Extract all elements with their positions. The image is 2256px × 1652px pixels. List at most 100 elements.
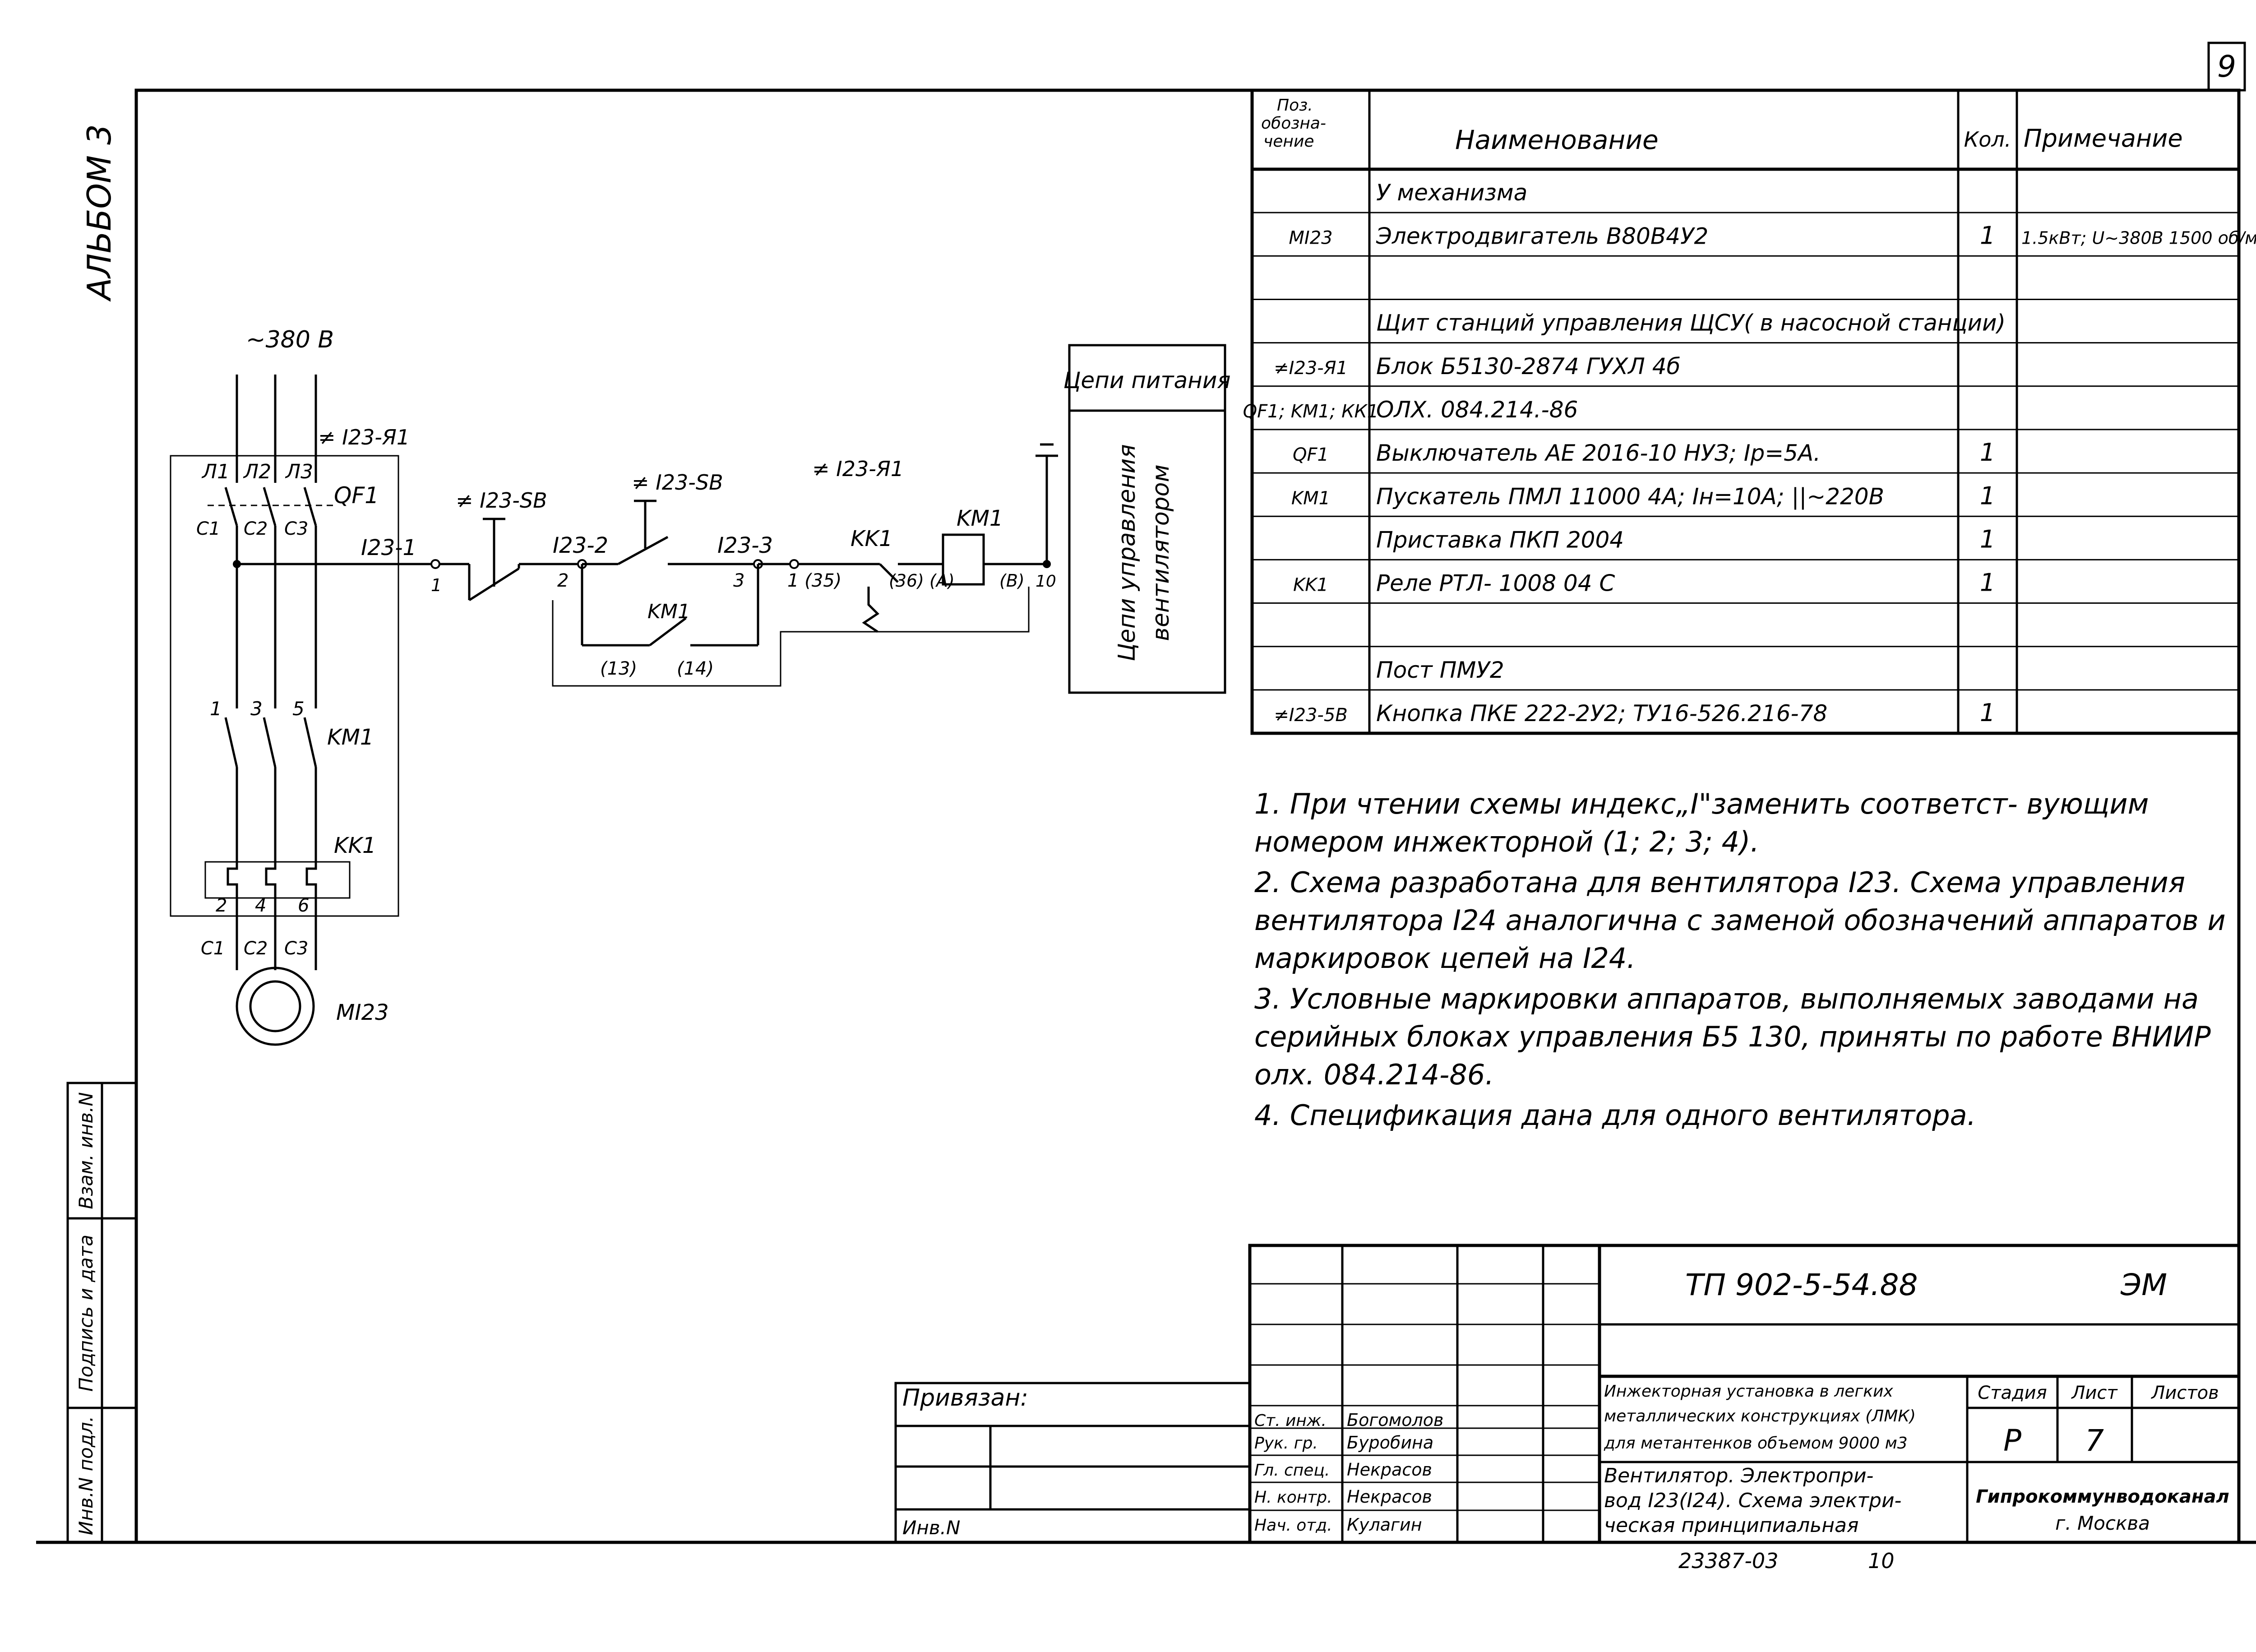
- contactor-terminal: 5: [292, 698, 305, 720]
- role-name: Некрасов: [1347, 1460, 1432, 1480]
- terminal-label: 1: [431, 575, 442, 595]
- binding-block: Привязан: Инв.N: [894, 1382, 1251, 1544]
- spec-header-note: Примечание: [2024, 124, 2183, 153]
- spec-cell-name: Пускатель ПМЛ 11000 4А; Iн=10А; ||~220В: [1376, 483, 1884, 509]
- document-number: ТП 902-5-54.88: [1685, 1268, 1918, 1302]
- breaker-output-label: С1: [196, 518, 220, 539]
- overload-relay: [204, 861, 351, 899]
- spec-cell-name: Блок Б5130-2874 ГУХЛ 4б: [1376, 353, 1680, 379]
- phase-label: Л3: [285, 460, 313, 483]
- spec-cell-qty: 1: [1980, 569, 1995, 597]
- spec-cell-pos: QF1: [1293, 444, 1329, 465]
- drawing-title: Вентилятор. Электропри-: [1604, 1464, 1873, 1487]
- spec-cell-qty: 1: [1980, 525, 1995, 553]
- spec-cell-name: Выключатель АЕ 2016-10 НУЗ; Iр=5А.: [1376, 440, 1821, 466]
- breaker-output-label: С3: [284, 518, 308, 539]
- terminal-label: 2: [557, 570, 569, 591]
- general-notes: 1. При чтении схемы индекс„I"заменить со…: [1254, 785, 2238, 1137]
- aux-contact-label: KM1: [647, 600, 690, 623]
- drawing-title: ческая принципиальная: [1604, 1514, 1858, 1537]
- wire-label: I23-2: [553, 533, 608, 558]
- role-name: Кулагин: [1347, 1515, 1422, 1535]
- overload-terminal: 4: [255, 895, 266, 916]
- spec-cell-qty: 1: [1980, 221, 1995, 250]
- spec-cell-name: Приставка ПКП 2004: [1376, 527, 1624, 553]
- spec-cell-name: Пост ПМУ2: [1376, 657, 1504, 683]
- role-label: Гл. спец.: [1254, 1461, 1330, 1480]
- spec-cell-name: Электродвигатель В80В4У2: [1376, 223, 1708, 249]
- overload-terminal: 6: [298, 895, 309, 916]
- spec-header-pos: обозна-: [1261, 114, 1326, 133]
- wire-label: I23-3: [717, 533, 773, 558]
- margin-stamp: Инв.N подл.: [75, 1416, 97, 1535]
- note-item: 3. Условные маркировки аппаратов, выполн…: [1254, 982, 2211, 1091]
- start-button-label: ≠ I23-SB: [632, 470, 723, 495]
- spec-header-pos: чение: [1263, 132, 1314, 151]
- control-circuits-label: Цепи управления: [1114, 444, 1141, 661]
- control-circuits-label: вентилятором: [1147, 464, 1174, 641]
- breaker-label: QF1: [334, 482, 379, 509]
- page-number: 9: [2217, 49, 2236, 84]
- control-circuits-box: [1068, 409, 1226, 694]
- overload-label: KK1: [334, 833, 376, 858]
- sheet-value: 7: [2085, 1423, 2104, 1458]
- note-item: 1. При чтении схемы индекс„I"заменить со…: [1254, 787, 2149, 858]
- breaker-output-label: С2: [244, 518, 268, 539]
- phase-label: Л1: [201, 460, 230, 483]
- role-label: Н. контр.: [1254, 1488, 1332, 1507]
- spec-cell-name: У механизма: [1376, 180, 1527, 206]
- relay-label: KK1: [851, 526, 893, 551]
- aux-terminal-label: (14): [677, 658, 714, 679]
- spec-cell-note: 1.5кВт; U~380В 1500 об/мин.: [2021, 228, 2256, 248]
- spec-cell-name: ОЛХ. 084.214.-86: [1376, 397, 1578, 423]
- motor-symbol: [236, 967, 315, 1046]
- block-label: ≠ I23-Я1: [318, 425, 410, 449]
- album-label: АЛЬБОМ 3: [80, 124, 118, 302]
- wire-label: I23-1: [361, 535, 416, 560]
- phase-label: Л2: [243, 460, 271, 483]
- circuit-schematic: ~380 В ≠ I23-Я1 Л1 Л2 Л3 QF1 С1 С2 С3 I2…: [170, 326, 1230, 1046]
- margin-stamps: Инв.N подл. Подпись и дата Взам. инв.N: [66, 1082, 138, 1544]
- spec-cell-qty: 1: [1980, 481, 1995, 510]
- drawing-title: вод I23(I24). Схема электри-: [1604, 1489, 1901, 1512]
- spec-cell-pos: MI23: [1289, 227, 1332, 248]
- control-block-label: ≠ I23-Я1: [812, 457, 904, 481]
- spec-header-qty: Кол.: [1964, 127, 2011, 152]
- terminal-label: (В): [999, 571, 1025, 591]
- control-block-outline: [170, 455, 399, 917]
- terminal-label: (36): [889, 571, 924, 591]
- spec-header-name: Наименование: [1455, 125, 1659, 155]
- contactor-label: KM1: [327, 725, 374, 750]
- organization-name: Гипрокоммунводоканал: [1976, 1486, 2229, 1507]
- organization-city: г. Москва: [2055, 1512, 2150, 1534]
- spec-cell-qty: 1: [1980, 699, 1995, 727]
- terminal-label: 1 (35): [787, 570, 841, 591]
- role-label: Ст. инж.: [1254, 1411, 1327, 1430]
- sheet-header: Лист: [2071, 1383, 2118, 1403]
- coil-symbol: [942, 533, 985, 586]
- contactor-terminal: 3: [250, 698, 263, 720]
- overload-terminal: 2: [216, 895, 227, 916]
- sheet-code: ЭМ: [2120, 1268, 2167, 1302]
- spec-cell-pos: ≠I23-5В: [1274, 705, 1348, 726]
- binding-label: Привязан:: [902, 1384, 1028, 1411]
- role-label: Нач. отд.: [1254, 1516, 1332, 1535]
- spec-cell-qty: 1: [1980, 438, 1995, 467]
- role-name: Буробина: [1347, 1433, 1433, 1453]
- spec-cell-pos: KK1: [1293, 575, 1328, 596]
- role-name: Некрасов: [1347, 1487, 1432, 1507]
- spec-cell-pos: ≠I23-Я1: [1274, 358, 1348, 379]
- voltage-label: ~380 В: [246, 326, 334, 353]
- note-item: 2. Схема разработана для вентилятора I23…: [1254, 866, 2226, 975]
- project-description: металлических конструкциях (ЛМК): [1604, 1407, 1916, 1425]
- margin-stamp: Подпись и дата: [75, 1235, 97, 1392]
- spec-cell-name: Кнопка ПКЕ 222-2У2; ТУ16-526.216-78: [1376, 700, 1827, 727]
- spec-cell-pos: QF1; KM1; КК1: [1243, 401, 1379, 422]
- stage-value: Р: [2003, 1423, 2021, 1458]
- sheets-header: Листов: [2150, 1383, 2219, 1403]
- motor-terminal: С1: [201, 938, 225, 959]
- note-item: 4. Спецификация дана для одного вентилят…: [1254, 1099, 1976, 1132]
- stop-button-label: ≠ I23-SB: [456, 488, 547, 513]
